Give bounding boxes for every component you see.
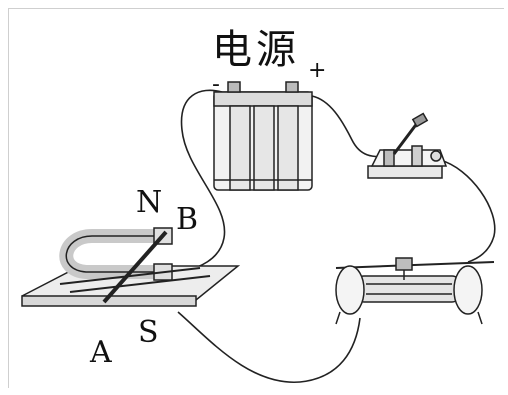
negative-terminal-label: - — [212, 72, 220, 97]
figure-frame — [8, 8, 504, 388]
wires — [177, 89, 496, 383]
wire-rheostat-to-rail — [177, 311, 361, 383]
point-b-label: B — [176, 202, 199, 237]
pole-s-label: S — [138, 315, 159, 350]
rheostat — [335, 257, 495, 325]
magnet-and-rails — [21, 227, 241, 307]
pole-n-label: N — [136, 185, 163, 220]
battery-pack — [213, 81, 313, 191]
power-supply-label: 电源 — [212, 27, 300, 73]
wire-negative-to-rail — [180, 89, 226, 273]
knife-switch — [367, 112, 448, 179]
wire-positive-to-switch — [311, 95, 389, 158]
point-a-label: A — [90, 335, 112, 370]
wire-switch-to-rheostat — [439, 159, 496, 263]
positive-terminal-label: + — [308, 58, 327, 83]
